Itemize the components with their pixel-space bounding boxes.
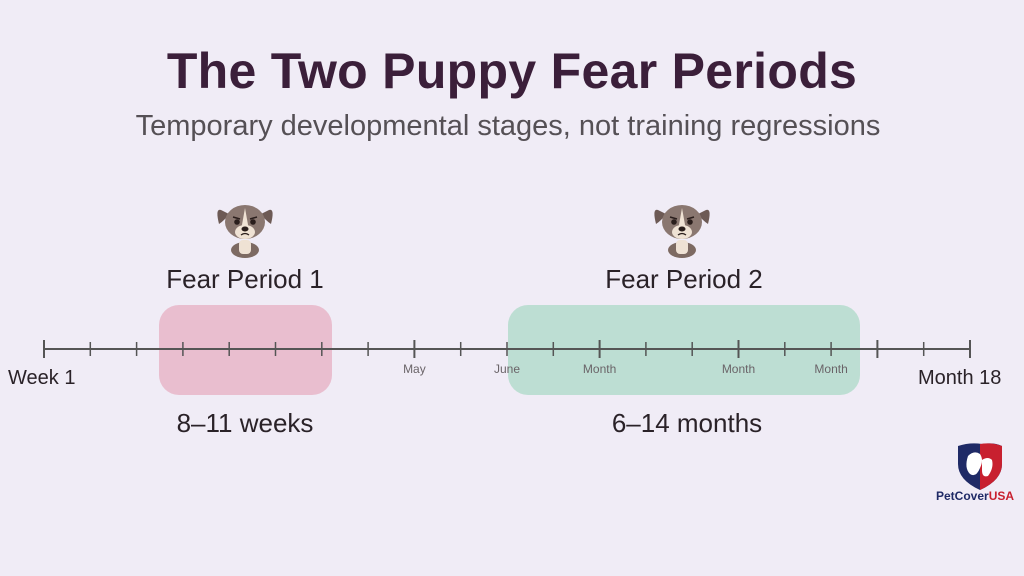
page-title: The Two Puppy Fear Periods: [166, 43, 858, 99]
shield-logo-icon: [958, 443, 1002, 490]
fear-period-2-label: Fear Period 2: [605, 264, 763, 294]
sad-puppy-icon: [654, 205, 710, 258]
fear-period-2-range: 6–14 months: [611, 408, 763, 438]
timeline-tick-label: Month: [583, 362, 616, 376]
timeline-ticks: [43, 340, 971, 358]
timeline-tick-label: Month: [722, 362, 755, 376]
sad-puppy-icon: [217, 205, 273, 258]
timeline-tick-labels: May June Month Month Month: [403, 362, 848, 376]
timeline-end-label: Month 18: [918, 367, 1002, 389]
timeline-tick-label: May: [403, 362, 426, 376]
timeline-tick-label: June: [494, 362, 520, 376]
page-subtitle: Temporary developmental stages, not trai…: [135, 110, 881, 142]
fear-period-1-label: Fear Period 1: [166, 264, 324, 294]
brand-name: PetCoverUSA: [936, 489, 1015, 503]
timeline-tick-label: Month: [814, 362, 847, 376]
fear-period-1-range: 8–11 weeks: [176, 408, 314, 438]
timeline-start-label: Week 1: [8, 367, 76, 389]
